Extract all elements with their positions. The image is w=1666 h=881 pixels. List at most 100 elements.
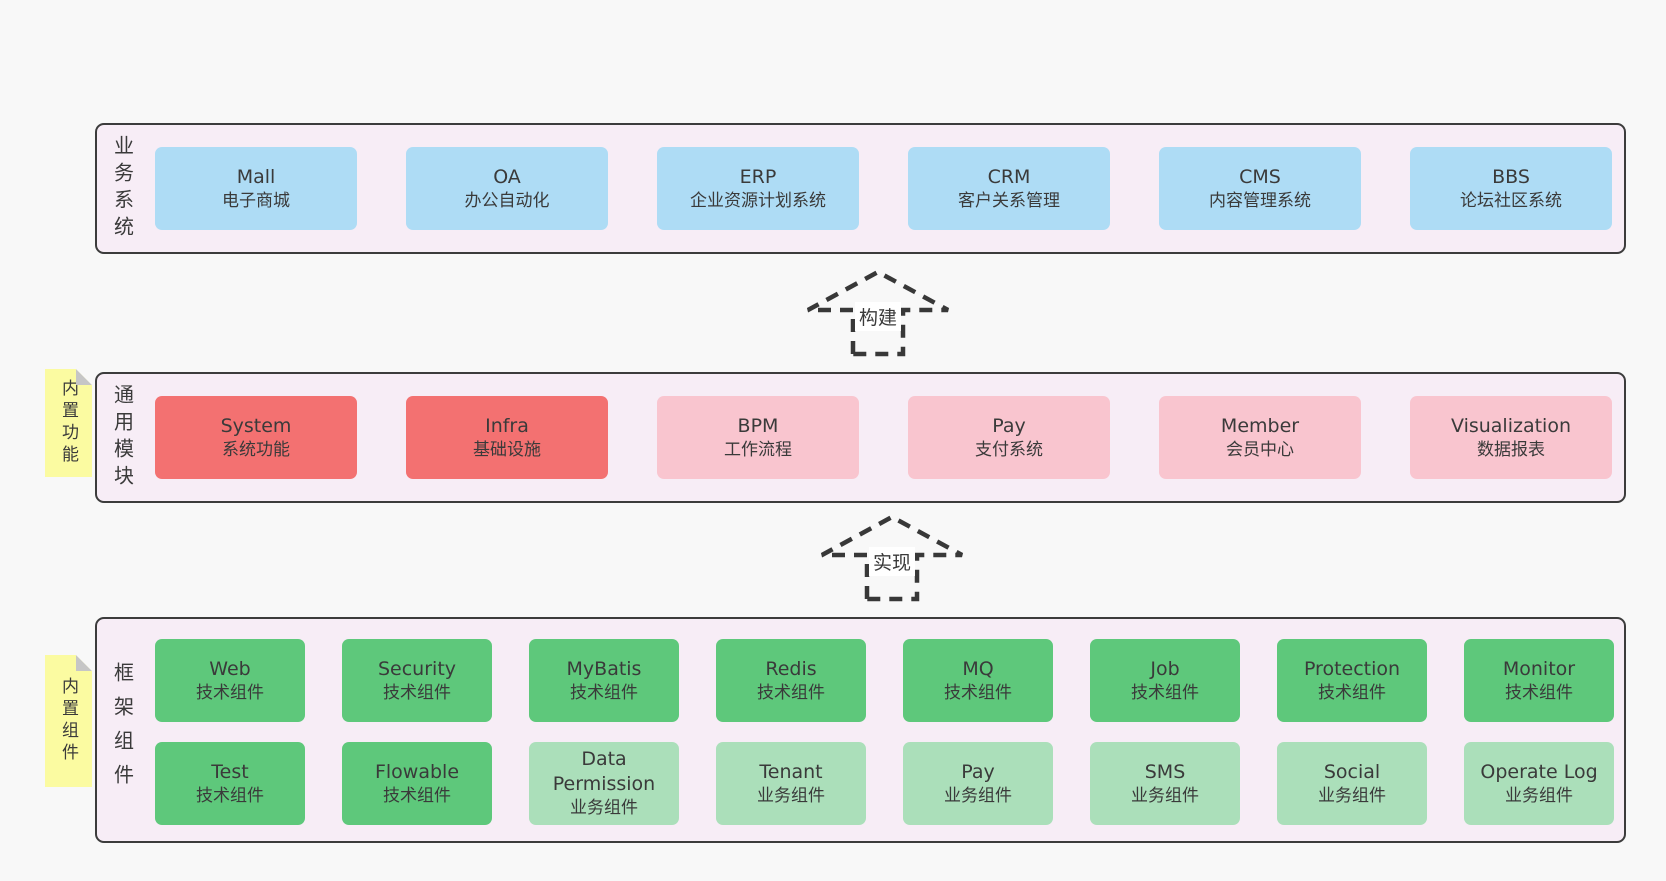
- box-title: Operate Log: [1480, 760, 1598, 783]
- box-title: MyBatis: [566, 657, 642, 680]
- box-title: Test: [211, 760, 249, 783]
- box-sms: SMS 业务组件: [1090, 742, 1240, 825]
- box-subtitle: 技术组件: [1505, 682, 1573, 703]
- box-web: Web 技术组件: [155, 639, 305, 722]
- box-erp: ERP 企业资源计划系统: [657, 147, 859, 230]
- box-title: CRM: [987, 165, 1031, 188]
- box-title: System: [220, 414, 292, 437]
- box-subtitle: 业务组件: [1131, 785, 1199, 806]
- box-subtitle: 技术组件: [570, 682, 638, 703]
- box-subtitle: 业务组件: [757, 785, 825, 806]
- box-title: Security: [377, 657, 457, 680]
- box-subtitle: 支付系统: [975, 439, 1043, 460]
- box-mybatis: MyBatis 技术组件: [529, 639, 679, 722]
- band-label-column: 通用模块: [97, 374, 149, 501]
- sticky-label: 内置功能: [58, 379, 78, 467]
- box-tenant: Tenant 业务组件: [716, 742, 866, 825]
- box-title: Redis: [765, 657, 817, 680]
- box-subtitle: 业务组件: [1318, 785, 1386, 806]
- band-business-systems: 业务系统 Mall 电子商城 OA 办公自动化 ERP 企业资源计划系统 CRM…: [95, 123, 1626, 254]
- box-title: Pay: [992, 414, 1026, 437]
- arrow-label: 实现: [868, 547, 916, 576]
- box-title: Monitor: [1502, 657, 1576, 680]
- box-pay-business: Pay 业务组件: [903, 742, 1053, 825]
- box-title: Job: [1150, 657, 1180, 680]
- band-box-area: System 系统功能 Infra 基础设施 BPM 工作流程 Pay 支付系统…: [149, 374, 1626, 501]
- box-mq: MQ 技术组件: [903, 639, 1053, 722]
- box-title: Protection: [1303, 657, 1401, 680]
- sticky-note-builtin-components: 内置组件: [45, 655, 92, 787]
- component-row-1: Web 技术组件 Security 技术组件 MyBatis 技术组件 Redi…: [155, 639, 1614, 722]
- dashed-up-arrow-icon: [806, 269, 950, 357]
- box-subtitle: 技术组件: [383, 785, 451, 806]
- box-title: Web: [209, 657, 251, 680]
- box-job: Job 技术组件: [1090, 639, 1240, 722]
- arrow-label: 构建: [854, 302, 902, 331]
- box-protection: Protection 技术组件: [1277, 639, 1427, 722]
- band-framework-components: 框架组件 Web 技术组件 Security 技术组件 MyBatis 技术组件…: [95, 617, 1626, 843]
- box-oa: OA 办公自动化: [406, 147, 608, 230]
- band-common-modules: 通用模块 System 系统功能 Infra 基础设施 BPM 工作流程 Pay…: [95, 372, 1626, 503]
- box-subtitle: 系统功能: [222, 439, 290, 460]
- box-title: MQ: [962, 657, 994, 680]
- band-box-area: Web 技术组件 Security 技术组件 MyBatis 技术组件 Redi…: [149, 619, 1628, 841]
- band-label-column: 框架组件: [97, 619, 149, 841]
- box-title: Tenant: [759, 760, 823, 783]
- box-subtitle: 技术组件: [196, 682, 264, 703]
- box-title: OA: [493, 165, 521, 188]
- component-row-2: Test 技术组件 Flowable 技术组件 Data Permission …: [155, 742, 1614, 825]
- box-subtitle: 业务组件: [944, 785, 1012, 806]
- box-bpm: BPM 工作流程: [657, 396, 859, 479]
- box-title: CMS: [1239, 165, 1281, 188]
- box-subtitle: 技术组件: [944, 682, 1012, 703]
- box-subtitle: 技术组件: [196, 785, 264, 806]
- box-bbs: BBS 论坛社区系统: [1410, 147, 1612, 230]
- box-crm: CRM 客户关系管理: [908, 147, 1110, 230]
- box-title: Mall: [236, 165, 276, 188]
- box-subtitle: 业务组件: [570, 798, 638, 819]
- box-mall: Mall 电子商城: [155, 147, 357, 230]
- box-subtitle: 数据报表: [1477, 439, 1545, 460]
- box-subtitle: 办公自动化: [464, 190, 550, 211]
- box-title: Social: [1323, 760, 1381, 783]
- band-label: 业务系统: [110, 134, 135, 243]
- box-subtitle: 技术组件: [757, 682, 825, 703]
- sticky-note-builtin-features: 内置功能: [45, 369, 92, 477]
- arrow-implement: 实现: [819, 514, 965, 604]
- box-subtitle: 工作流程: [724, 439, 792, 460]
- box-infra: Infra 基础设施: [406, 396, 608, 479]
- dashed-up-arrow-icon: [820, 514, 964, 602]
- box-title: BPM: [737, 414, 779, 437]
- box-cms: CMS 内容管理系统: [1159, 147, 1361, 230]
- box-title: Member: [1220, 414, 1300, 437]
- box-system: System 系统功能: [155, 396, 357, 479]
- folded-corner-icon: [76, 369, 92, 385]
- box-subtitle: 技术组件: [383, 682, 451, 703]
- sticky-label: 内置组件: [58, 677, 78, 765]
- box-pay: Pay 支付系统: [908, 396, 1110, 479]
- box-security: Security 技术组件: [342, 639, 492, 722]
- box-redis: Redis 技术组件: [716, 639, 866, 722]
- box-title: SMS: [1144, 760, 1186, 783]
- box-flowable: Flowable 技术组件: [342, 742, 492, 825]
- box-title: Visualization: [1450, 414, 1571, 437]
- box-subtitle: 技术组件: [1131, 682, 1199, 703]
- box-subtitle: 电子商城: [222, 190, 290, 211]
- box-subtitle: 技术组件: [1318, 682, 1386, 703]
- arrow-build: 构建: [805, 269, 951, 359]
- box-subtitle: 业务组件: [1505, 785, 1573, 806]
- box-subtitle: 基础设施: [473, 439, 541, 460]
- box-social: Social 业务组件: [1277, 742, 1427, 825]
- box-monitor: Monitor 技术组件: [1464, 639, 1614, 722]
- box-data-permission: Data Permission 业务组件: [529, 742, 679, 825]
- box-title: Data Permission: [552, 748, 656, 796]
- box-visualization: Visualization 数据报表: [1410, 396, 1612, 479]
- box-title: BBS: [1492, 165, 1530, 188]
- box-title: Infra: [485, 414, 529, 437]
- box-test: Test 技术组件: [155, 742, 305, 825]
- band-label: 通用模块: [110, 383, 135, 492]
- box-operate-log: Operate Log 业务组件: [1464, 742, 1614, 825]
- band-label: 框架组件: [110, 662, 135, 798]
- box-subtitle: 企业资源计划系统: [690, 190, 826, 211]
- box-subtitle: 会员中心: [1226, 439, 1294, 460]
